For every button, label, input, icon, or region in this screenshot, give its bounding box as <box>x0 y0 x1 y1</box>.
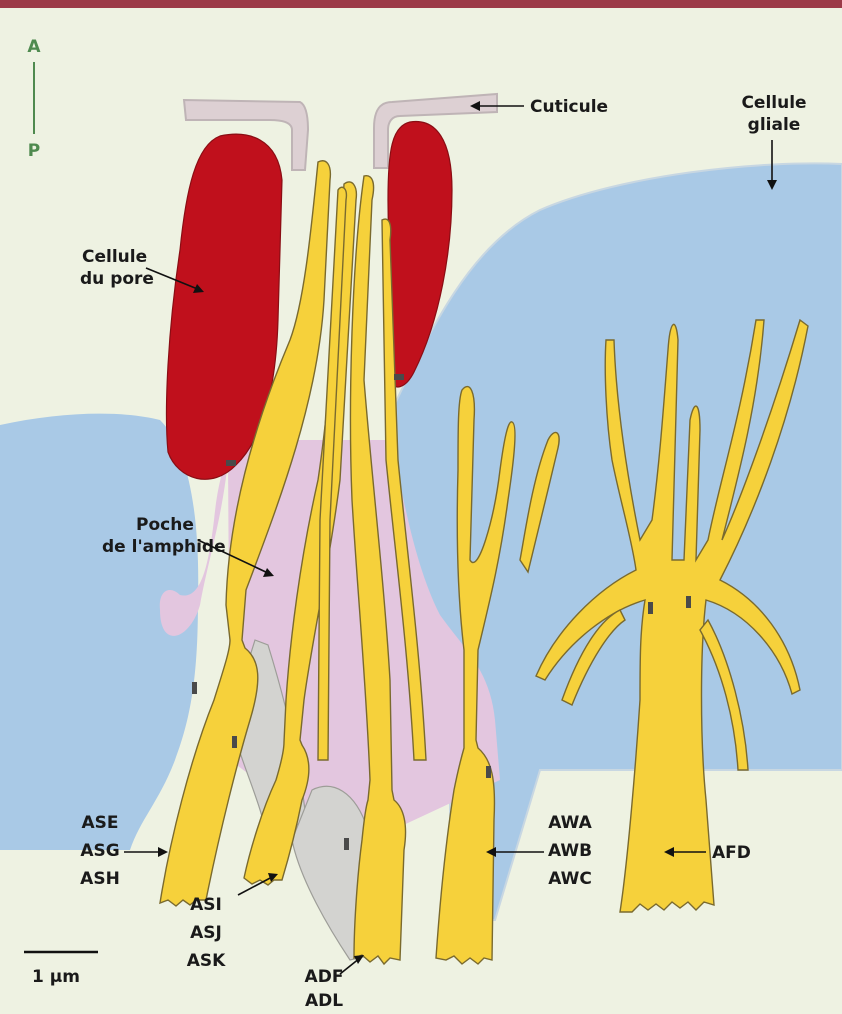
afd-label: AFD <box>712 843 751 863</box>
ase-label: ASE <box>81 813 118 833</box>
posterior-label: P <box>28 141 40 161</box>
awc-label: AWC <box>548 869 592 889</box>
scale-bar-label: 1 μm <box>32 967 80 987</box>
junction-mark <box>394 374 404 380</box>
pore-label-line1: Cellule <box>82 247 147 267</box>
top-rule <box>0 0 842 8</box>
glial-label-line1: Cellule <box>741 93 806 113</box>
asg-label: ASG <box>80 841 119 861</box>
junction-mark <box>192 682 197 694</box>
adf-label: ADF <box>305 967 344 987</box>
pocket-label-line2: de l'amphide <box>102 537 226 557</box>
pore-label-line2: du pore <box>80 269 154 289</box>
glial-label-line2: gliale <box>748 115 801 135</box>
cuticule-label: Cuticule <box>530 97 608 117</box>
asj-label: ASJ <box>190 923 222 943</box>
pocket-label-line1: Poche <box>136 515 194 535</box>
junction-mark <box>648 602 653 614</box>
ask-label: ASK <box>187 951 226 971</box>
junction-mark <box>686 596 691 608</box>
adl-label: ADL <box>305 991 343 1011</box>
anterior-label: A <box>27 37 41 57</box>
junction-mark <box>344 838 349 850</box>
junction-mark <box>226 460 236 466</box>
asi-label: ASI <box>190 895 222 915</box>
awb-label: AWB <box>548 841 592 861</box>
junction-mark <box>232 736 237 748</box>
junction-mark <box>486 766 491 778</box>
awa-label: AWA <box>548 813 592 833</box>
ash-label: ASH <box>80 869 120 889</box>
